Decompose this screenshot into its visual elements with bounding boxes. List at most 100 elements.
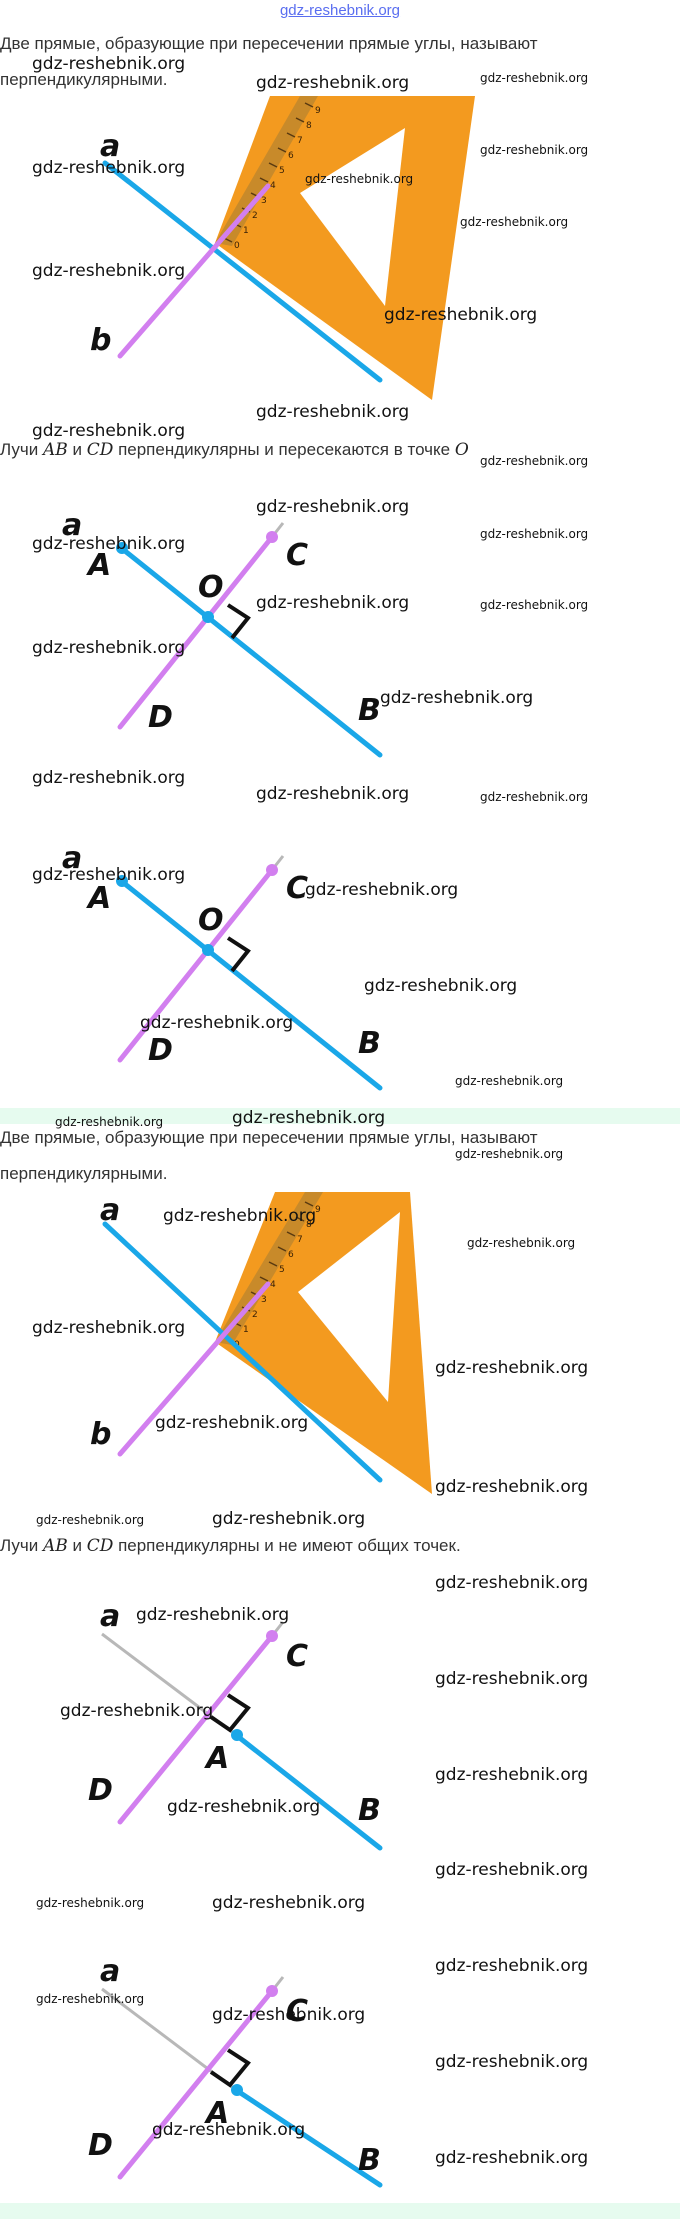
label-a: a xyxy=(62,841,82,876)
svg-text:5: 5 xyxy=(279,166,285,176)
section-separator-bottom xyxy=(0,2203,680,2219)
ray-ab-symbol: AB xyxy=(42,440,68,460)
label-b: b xyxy=(90,1417,111,1452)
svg-text:6: 6 xyxy=(288,151,294,161)
svg-text:9: 9 xyxy=(315,1205,321,1215)
svg-text:2: 2 xyxy=(252,1310,258,1320)
watermark: gdz-reshebnik.org xyxy=(480,71,589,85)
watermark: gdz-reshebnik.org xyxy=(480,790,589,804)
label-B: B xyxy=(358,1026,381,1061)
svg-text:1: 1 xyxy=(243,1325,249,1335)
watermark: gdz-reshebnik.org xyxy=(32,261,186,281)
watermark: gdz-reshebnik.org xyxy=(467,1236,576,1250)
site-title-link[interactable]: gdz-reshebnik.org xyxy=(279,2,401,19)
watermark: gdz-reshebnik.org xyxy=(36,1992,145,2006)
watermark: gdz-reshebnik.org xyxy=(167,1797,321,1817)
ray-cd-symbol: CD xyxy=(86,1536,114,1556)
label-A: A xyxy=(204,1741,229,1776)
label-a: a xyxy=(100,129,120,164)
watermark: gdz-reshebnik.org xyxy=(435,1477,589,1497)
svg-text:8: 8 xyxy=(306,121,312,131)
watermark: gdz-reshebnik.org xyxy=(384,305,538,325)
svg-text:3: 3 xyxy=(261,196,267,206)
watermark: gdz-reshebnik.org xyxy=(305,172,414,186)
line-b xyxy=(117,183,271,359)
right-angle-mark xyxy=(209,2048,251,2088)
svg-text:5: 5 xyxy=(279,1265,285,1275)
label-O: O xyxy=(198,570,224,605)
rays-intersect-text: Лучи AB и CD перпендикулярны и пересекаю… xyxy=(0,440,469,460)
label-a: a xyxy=(100,1599,120,1634)
ruler-numbers: 01 23 45 67 89 xyxy=(234,106,321,251)
watermark: gdz-reshebnik.org xyxy=(480,598,589,612)
svg-text:7: 7 xyxy=(297,1235,303,1245)
label-B: B xyxy=(358,1793,381,1828)
ray-ab xyxy=(233,2087,383,2188)
rays-no-common-points-text: Лучи AB и CD перпендикулярны и не имеют … xyxy=(0,1536,461,1556)
label-D: D xyxy=(88,1773,113,1808)
point-a-dot xyxy=(231,1729,243,1741)
label-A: A xyxy=(86,548,111,583)
label-b: b xyxy=(90,323,111,358)
watermark: gdz-reshebnik.org xyxy=(32,158,186,178)
svg-text:6: 6 xyxy=(288,1250,294,1260)
watermark: gdz-reshebnik.org xyxy=(455,1147,564,1161)
label-A: A xyxy=(204,2096,229,2131)
watermark: gdz-reshebnik.org xyxy=(435,1860,589,1880)
ruler-ticks xyxy=(223,102,314,243)
watermark: gdz-reshebnik.org xyxy=(480,527,589,541)
label-a: a xyxy=(100,1193,120,1228)
point-a-dot xyxy=(116,542,128,554)
watermark: gdz-reshebnik.org xyxy=(256,784,410,804)
right-angle-mark xyxy=(226,936,251,973)
watermark: gdz-reshebnik.org xyxy=(256,73,410,93)
watermark: gdz-reshebnik.org xyxy=(256,402,410,422)
watermark: gdz-reshebnik.org xyxy=(256,497,410,517)
label-B: B xyxy=(358,2143,381,2178)
watermark: gdz-reshebnik.org xyxy=(480,143,589,157)
rays-intersect-figure-1: a A C O D B xyxy=(62,508,383,758)
watermark: gdz-reshebnik.org xyxy=(480,454,589,468)
line-a xyxy=(102,1221,383,1483)
rays-no-common-points-figure-1: a C A D B xyxy=(88,1599,383,1851)
point-a-dot xyxy=(231,2084,243,2096)
watermark: gdz-reshebnik.org xyxy=(256,593,410,613)
watermark: gdz-reshebnik.org xyxy=(435,1573,589,1593)
watermark: gdz-reshebnik.org xyxy=(32,534,186,554)
ray-ab xyxy=(117,877,383,1091)
watermark: gdz-reshebnik.org xyxy=(136,1605,290,1625)
label-C: C xyxy=(286,538,308,573)
rays-intersect-figure-2: a A C O D B xyxy=(62,841,383,1091)
ray-ab xyxy=(233,1732,383,1851)
watermark: gdz-reshebnik.org xyxy=(140,1013,294,1033)
watermark: gdz-reshebnik.org xyxy=(460,215,569,229)
ray-cd xyxy=(117,534,275,730)
watermark: gdz-reshebnik.org xyxy=(155,1413,309,1433)
watermark: gdz-reshebnik.org xyxy=(435,1358,589,1378)
line-a xyxy=(102,160,383,383)
perpendicular-lines-with-square-figure: 01 23 45 67 89 a b xyxy=(90,96,475,400)
svg-text:3: 3 xyxy=(261,1295,267,1305)
label-D: D xyxy=(148,1033,173,1068)
svg-text:8: 8 xyxy=(306,1220,312,1230)
label-D: D xyxy=(148,700,173,735)
right-angle-mark xyxy=(209,1693,251,1733)
watermark: gdz-reshebnik.org xyxy=(163,1206,317,1226)
set-square-hole xyxy=(300,128,405,306)
rays-no-common-points-figure-2: a C A D B xyxy=(88,1954,383,2188)
watermark: gdz-reshebnik.org xyxy=(55,1115,164,1129)
watermark: gdz-reshebnik.org xyxy=(435,1765,589,1785)
watermark: gdz-reshebnik.org xyxy=(435,2052,589,2072)
section-separator xyxy=(0,1108,680,1124)
label-C: C xyxy=(286,871,308,906)
watermark: gdz-reshebnik.org xyxy=(32,768,186,788)
point-c-dot xyxy=(266,1630,278,1642)
watermark: gdz-reshebnik.org xyxy=(36,1513,145,1527)
label-C: C xyxy=(286,1994,308,2029)
watermark: gdz-reshebnik.org xyxy=(435,1669,589,1689)
right-angle-mark xyxy=(226,603,251,640)
watermark: gdz-reshebnik.org xyxy=(32,865,186,885)
ruler-edge xyxy=(215,96,318,246)
watermark: gdz-reshebnik.org xyxy=(364,976,518,996)
ruler-ticks xyxy=(223,1201,314,1342)
